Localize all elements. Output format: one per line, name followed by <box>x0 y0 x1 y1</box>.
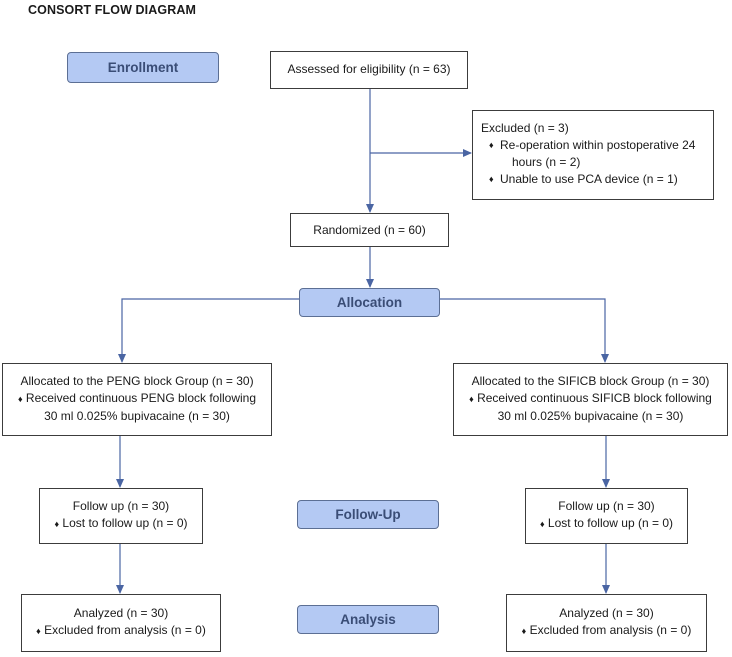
analysis-left-box: Analyzed (n = 30) ♦ Excluded from analys… <box>21 594 221 652</box>
assessed-text: Assessed for eligibility (n = 63) <box>287 62 451 76</box>
bullet-icon: ♦ <box>539 519 545 529</box>
allocation-right-bullet: ♦ Received continuous SIFICB block follo… <box>469 391 712 405</box>
diagram-title: CONSORT FLOW DIAGRAM <box>28 3 196 17</box>
analysis-right-box: Analyzed (n = 30) ♦ Excluded from analys… <box>506 594 707 652</box>
followup-left-box: Follow up (n = 30) ♦ Lost to follow up (… <box>39 488 203 544</box>
allocation-left-bullet: ♦ Received continuous PENG block followi… <box>17 391 257 405</box>
allocation-right-box: Allocated to the SIFICB block Group (n =… <box>453 363 728 436</box>
excluded-box: Excluded (n = 3) ♦ Re-operation within p… <box>472 110 714 200</box>
excluded-item: ♦ Re-operation within postoperative 24 h… <box>489 138 696 169</box>
stage-analysis: Analysis <box>297 605 439 634</box>
excluded-header: Excluded (n = 3) <box>481 121 569 135</box>
bullet-icon: ♦ <box>36 626 41 636</box>
randomized-box: Randomized (n = 60) <box>290 213 449 247</box>
allocation-left-box: Allocated to the PENG block Group (n = 3… <box>2 363 272 436</box>
followup-right-box: Follow up (n = 30) ♦ Lost to follow up (… <box>525 488 688 544</box>
stage-followup: Follow-Up <box>297 500 439 529</box>
randomized-text: Randomized (n = 60) <box>313 223 426 237</box>
bullet-icon: ♦ <box>489 140 494 150</box>
stage-enrollment: Enrollment <box>67 52 219 83</box>
allocation-left-header: Allocated to the PENG block Group (n = 3… <box>20 374 254 388</box>
bullet-icon: ♦ <box>521 626 527 636</box>
bullet-icon: ♦ <box>469 394 474 404</box>
assessed-box: Assessed for eligibility (n = 63) <box>270 51 468 89</box>
allocation-right-header: Allocated to the SIFICB block Group (n =… <box>471 374 710 388</box>
arrow-allocation-to-left <box>118 298 300 363</box>
arrow-allocation-to-right <box>440 298 609 363</box>
bullet-icon: ♦ <box>17 394 23 404</box>
bullet-icon: ♦ <box>489 174 494 184</box>
bullet-icon: ♦ <box>54 519 60 529</box>
stage-allocation: Allocation <box>299 288 440 317</box>
excluded-item: ♦ Unable to use PCA device (n = 1) <box>489 172 678 186</box>
